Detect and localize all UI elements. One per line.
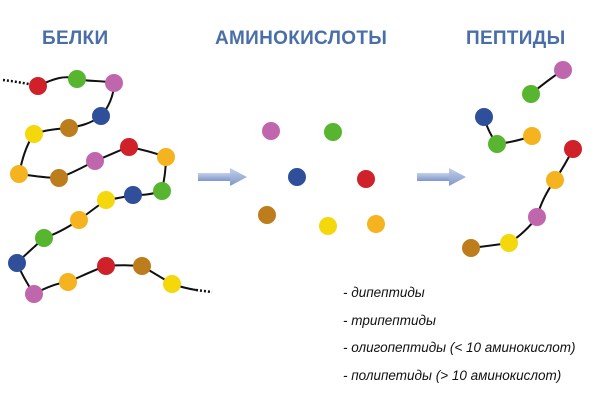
amino-acid-orange: [367, 215, 385, 233]
bead-green: [153, 182, 171, 200]
bead-orange: [59, 273, 77, 291]
amino-acid-green: [324, 123, 342, 141]
bead-blue: [124, 186, 142, 204]
bead-blue: [92, 107, 110, 125]
bead-blue: [475, 108, 493, 126]
protein-chain-dotted-end: [195, 288, 213, 294]
bead-green: [522, 85, 540, 103]
list-item-oligopeptides: - олигопептиды (< 10 аминокислот): [343, 340, 576, 355]
dipeptide: [522, 61, 572, 103]
bead-green: [488, 135, 506, 153]
bead-yellow: [500, 234, 518, 252]
bead-green: [35, 229, 53, 247]
heading-proteins: БЕЛКИ: [42, 28, 109, 49]
bead-pink: [25, 285, 43, 303]
heading-peptides: ПЕПТИДЫ: [466, 28, 566, 49]
bead-red: [97, 257, 115, 275]
protein-beads: [8, 70, 181, 303]
amino-acid-blue: [288, 168, 306, 186]
bead-orange: [546, 171, 564, 189]
bead-green: [68, 70, 86, 88]
arrow-right-icon: [417, 168, 466, 186]
bead-orange: [70, 211, 88, 229]
bead-red: [564, 140, 582, 158]
bead-brown: [133, 257, 151, 275]
arrow-right-icon: [198, 168, 247, 186]
oligopeptide: [462, 140, 582, 257]
bead-orange: [523, 127, 541, 145]
bead-brown: [462, 239, 480, 257]
bead-pink: [554, 61, 572, 79]
bead-pink: [105, 74, 123, 92]
bead-yellow: [163, 275, 181, 293]
bead-brown: [60, 119, 78, 137]
list-item-polypeptides: - полипетиды (> 10 аминокислот): [343, 367, 562, 383]
peptide-types-list: - дипептиды - трипептиды - олигопептиды …: [343, 283, 575, 393]
free-amino-acids: [258, 122, 385, 235]
amino-acid-yellow: [319, 217, 337, 235]
bead-blue: [8, 254, 26, 272]
heading-amino-acids: АМИНОКИСЛОТЫ: [215, 28, 388, 49]
list-item-dipeptides: - дипептиды: [343, 285, 425, 300]
bead-orange: [10, 165, 28, 183]
bead-orange: [157, 148, 175, 166]
bead-yellow: [25, 125, 43, 143]
amino-acid-brown: [258, 206, 276, 224]
bead-brown: [50, 169, 68, 187]
bead-pink: [86, 152, 104, 170]
bead-red: [120, 138, 138, 156]
bead-pink: [528, 208, 546, 226]
amino-acid-red: [357, 170, 375, 188]
amino-acid-pink: [262, 122, 280, 140]
list-item-tripeptides: - трипептиды: [343, 312, 436, 328]
bead-yellow: [97, 191, 115, 209]
bead-red: [29, 77, 47, 95]
tripeptide: [475, 108, 541, 153]
